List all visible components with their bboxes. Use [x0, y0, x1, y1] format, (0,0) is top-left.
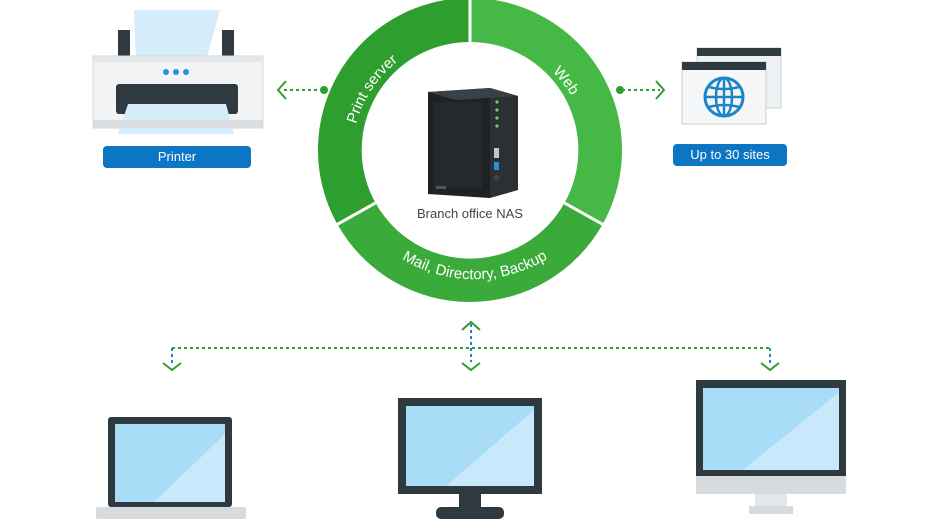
ring-segment-mail — [337, 202, 603, 302]
nas-device-icon — [428, 88, 518, 198]
web-connector — [616, 80, 666, 100]
desktop-icon — [696, 380, 846, 514]
service-ring: Print server Web Mail, Directory, Backup — [318, 0, 622, 302]
laptop-icon — [96, 417, 246, 519]
printer-connector — [276, 80, 328, 100]
websites-icon — [681, 47, 782, 125]
ring-segment-web — [470, 0, 622, 225]
nas-label: Branch office NAS — [417, 206, 523, 221]
printer-icon — [92, 10, 264, 134]
sites-label: Up to 30 sites — [673, 144, 787, 166]
ring-segment-print — [318, 0, 470, 225]
client-connectors — [162, 320, 780, 372]
printer-label: Printer — [103, 146, 251, 168]
monitor-icon — [398, 398, 542, 519]
